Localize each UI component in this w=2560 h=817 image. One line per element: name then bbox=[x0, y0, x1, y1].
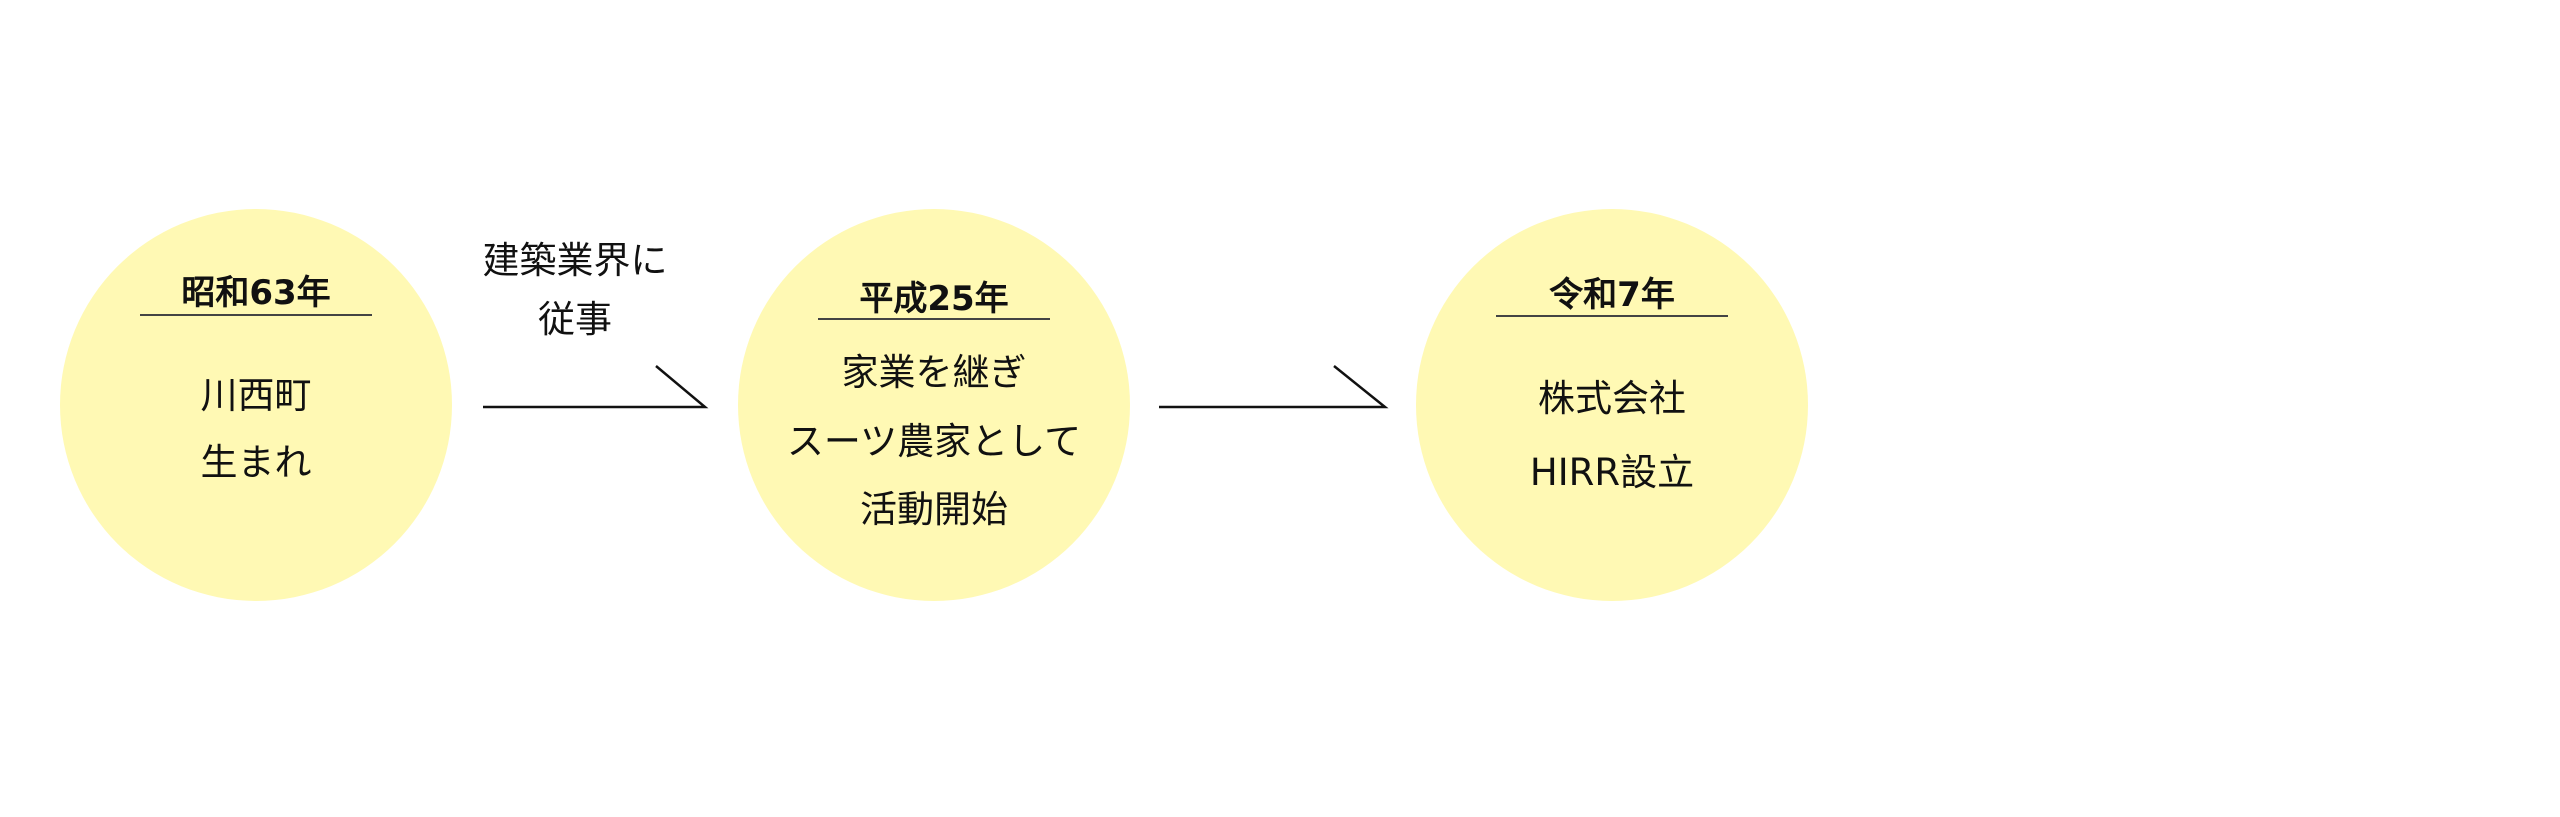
year-underline bbox=[818, 318, 1050, 320]
timeline-node-3: 令和7年 株式会社 HIRR設立 bbox=[1416, 209, 1808, 601]
transition-label: 建築業界に 従事 bbox=[445, 242, 705, 338]
year-underline bbox=[1496, 315, 1728, 317]
timeline-node-2: 平成25年 家業を継ぎ スーツ農家として 活動開始 bbox=[738, 209, 1130, 601]
node-year: 昭和63年 bbox=[181, 273, 331, 313]
node-text: スーツ農家として bbox=[786, 420, 1082, 463]
arrow-1 bbox=[483, 365, 709, 409]
node-year: 令和7年 bbox=[1549, 275, 1675, 315]
transition-text: 建築業界に bbox=[482, 239, 668, 282]
node-text: 株式会社 bbox=[1538, 377, 1686, 420]
node-year: 平成25年 bbox=[859, 279, 1009, 319]
arrow-2 bbox=[1159, 365, 1389, 409]
node-text: 活動開始 bbox=[860, 488, 1008, 531]
node-text: 生まれ bbox=[200, 441, 312, 484]
transition-text: 従事 bbox=[538, 298, 612, 341]
timeline-node-1: 昭和63年 川西町 生まれ bbox=[60, 209, 452, 601]
node-text: HIRR設立 bbox=[1529, 451, 1695, 494]
year-underline bbox=[140, 314, 372, 316]
node-text: 川西町 bbox=[200, 374, 312, 417]
node-text: 家業を継ぎ bbox=[841, 351, 1027, 394]
